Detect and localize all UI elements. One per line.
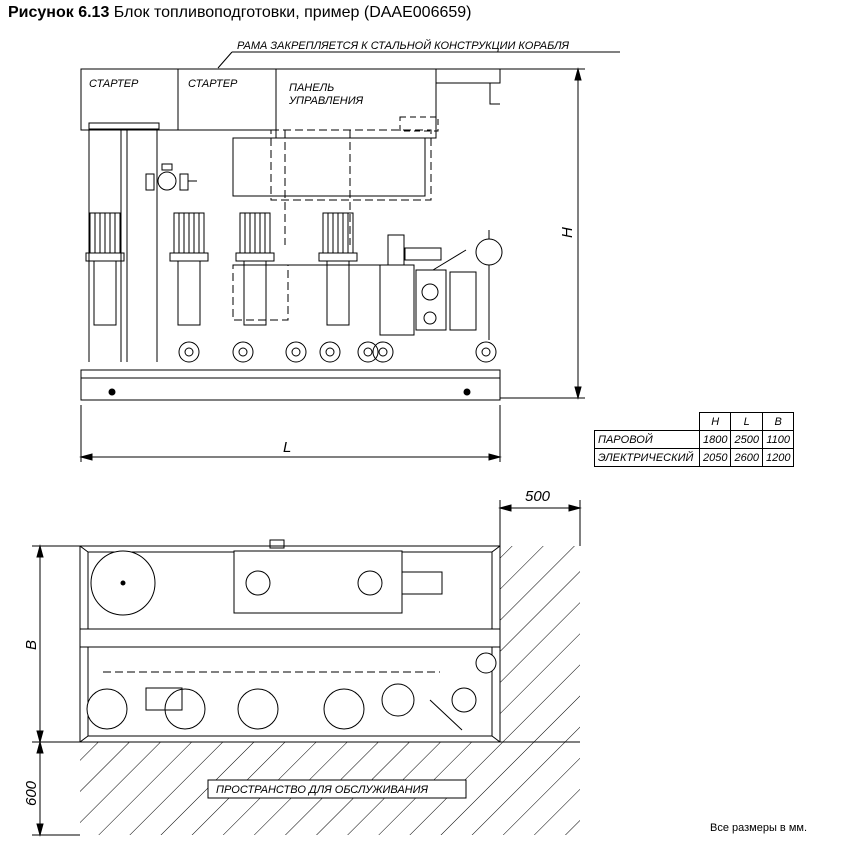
base-frame	[80, 369, 501, 401]
mount-hole-right	[463, 388, 471, 396]
mount-hole-left	[108, 388, 116, 396]
front-clearance-dimension	[32, 740, 80, 837]
plan-control-tank	[233, 550, 403, 614]
height-symbol: H	[559, 227, 576, 238]
plan-filter-2	[451, 687, 477, 713]
expansion-tank	[475, 230, 503, 340]
length-dimension	[79, 405, 502, 462]
plan-pump-2	[164, 688, 206, 730]
dimension-table: H L B ПАРОВОЙ 1800 2500 1100 ЭЛЕКТРИЧЕСК…	[594, 412, 795, 467]
plan-pump-4	[323, 688, 365, 730]
plan-valve-block	[145, 687, 183, 711]
dimension-table-header: H L B	[594, 412, 795, 431]
units-footnote: Все размеры в мм.	[710, 822, 808, 834]
table-row-label: ЭЛЕКТРИЧЕСКИЙ	[594, 448, 700, 467]
figure-title: Блок топливоподготовки, пример (DAAE0066…	[109, 4, 472, 21]
frame-note: РАМА ЗАКРЕПЛЯЕТСЯ К СТАЛЬНОЙ КОНСТРУКЦИИ…	[217, 39, 620, 69]
plan-center-beam	[79, 628, 501, 648]
plan-top-lug	[269, 539, 285, 549]
plan-pump-3	[237, 688, 279, 730]
table-cell: 2600	[730, 448, 763, 467]
starter-2-label: СТАРТЕР	[188, 78, 238, 90]
dimension-table-col-h: H	[698, 412, 732, 431]
hidden-filter-body	[232, 264, 289, 321]
dimension-table-corner	[594, 412, 700, 431]
frame-bracket	[489, 83, 500, 105]
plan-view: B 600 500 ПРОСТРАНСТВО ДЛЯ ОБСЛУЖИВАНИЯ	[23, 488, 582, 837]
plan-lever	[429, 699, 463, 731]
height-dimension	[500, 67, 585, 400]
plan-pump-1	[86, 688, 128, 730]
frame-note-text: РАМА ЗАКРЕПЛЯЕТСЯ К СТАЛЬНОЙ КОНСТРУКЦИИ…	[237, 39, 569, 52]
hidden-box	[399, 116, 439, 132]
top-beam	[435, 68, 501, 84]
plan-panel-box	[401, 571, 443, 595]
figure-number: Рисунок 6.13	[8, 4, 110, 21]
table-row: ЭЛЕКТРИЧЕСКИЙ 2050 2600 1200	[594, 448, 795, 467]
plan-filter	[381, 683, 415, 717]
frame-note-leader	[217, 51, 233, 69]
service-space-label: ПРОСТРАНСТВО ДЛЯ ОБСЛУЖИВАНИЯ	[216, 784, 428, 796]
side-clearance-hatch	[500, 546, 580, 742]
dimension-table-col-b: B	[761, 412, 795, 431]
valve-front	[145, 163, 197, 191]
table-cell: 1800	[698, 430, 732, 449]
starter-pipe-header	[88, 122, 160, 130]
width-symbol: B	[23, 640, 40, 650]
table-cell: 2500	[730, 430, 763, 449]
heater-tank-hidden	[270, 129, 432, 201]
table-cell: 2050	[698, 448, 732, 467]
filter-assembly	[379, 234, 477, 336]
table-cell: 1100	[761, 430, 795, 449]
panel-label-line1: ПАНЕЛЬ	[289, 82, 334, 94]
pump-unit-2	[169, 212, 209, 326]
flange-row	[178, 341, 497, 363]
heater-tank	[232, 137, 426, 197]
front-view: РАМА ЗАКРЕПЛЯЕТСЯ К СТАЛЬНОЙ КОНСТРУКЦИИ…	[79, 39, 620, 462]
plan-expansion-tank	[475, 652, 497, 674]
side-clearance-value: 500	[525, 488, 551, 505]
starter-1-label: СТАРТЕР	[89, 78, 139, 90]
table-row-label: ПАРОВОЙ	[594, 430, 700, 449]
table-cell: 1200	[761, 448, 795, 467]
figure-caption: Рисунок 6.13 Блок топливоподготовки, при…	[8, 4, 471, 22]
dimension-table-col-l: L	[730, 412, 763, 431]
table-row: ПАРОВОЙ 1800 2500 1100	[594, 430, 795, 449]
panel-label-line2: УПРАВЛЕНИЯ	[288, 95, 364, 107]
length-symbol: L	[283, 439, 291, 456]
side-clearance-dimension	[498, 500, 582, 546]
pump-unit-4	[318, 212, 358, 326]
front-clearance-value: 600	[23, 780, 40, 806]
pump-unit-3	[235, 212, 275, 326]
pump-unit-1	[85, 212, 125, 326]
service-space-box	[207, 779, 467, 799]
